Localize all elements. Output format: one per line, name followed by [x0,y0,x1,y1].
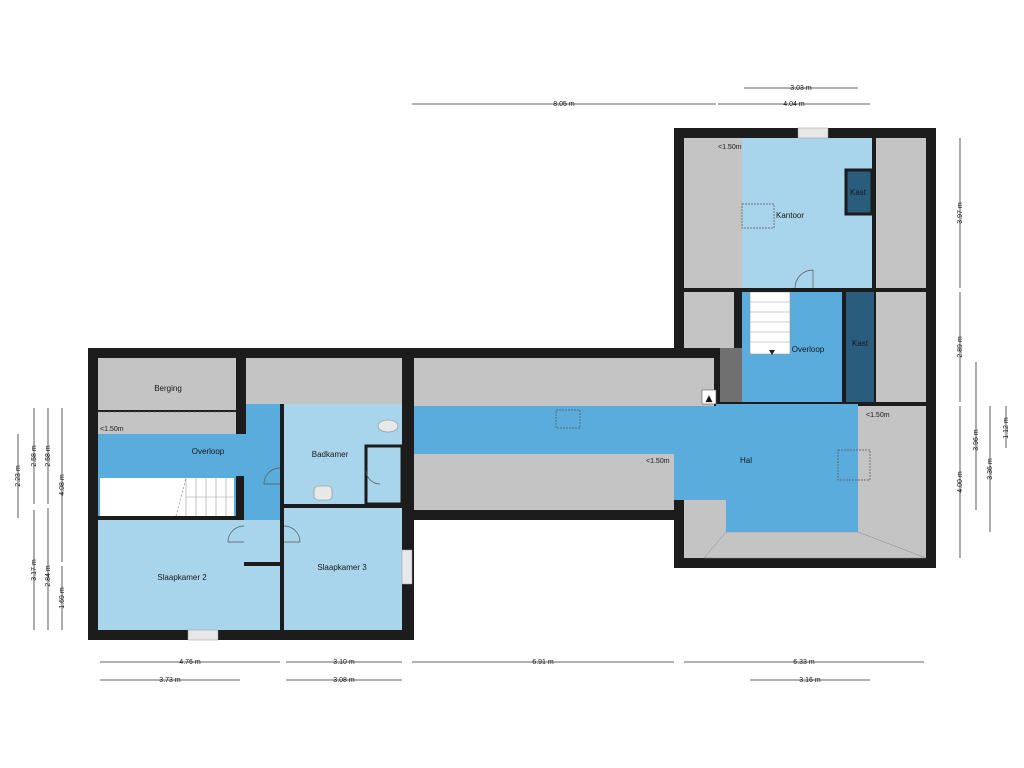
smoke-detector-glyph: ▲ [706,394,713,404]
note-low-overloop: <1.50m [100,426,124,433]
label-berging: Berging [154,384,182,393]
dim-right-112: 1.12 m [1003,417,1010,439]
dim-top-303: 3.03 m [790,85,812,92]
stair-right-arrow [769,350,775,355]
dim-top-805: 8.05 m [553,101,575,108]
attic-left-top [246,358,402,404]
wall-badkamer-left [280,404,284,630]
door-slaapkamer2 [227,525,245,543]
dim-left-258b: 2.58 m [45,445,52,467]
dim-right-336: 3.36 m [987,458,994,480]
wall-kantoor-right [872,138,876,288]
door-kantoor [794,269,814,289]
attic-corridor-bottom [414,454,674,510]
door-badkamer [263,467,281,485]
attic-corridor-top [414,358,714,406]
toilet-icon [313,485,333,501]
hal-corridor-strip [414,410,714,454]
wall-berging-right [236,358,246,434]
dim-right-400: 4.00 m [957,471,964,493]
room-slaapkamer2 [98,520,280,630]
sink-icon [377,419,399,433]
label-badkamer: Badkamer [312,450,349,459]
dim-right-289: 2.89 m [957,336,964,358]
dim-left-408: 4.08 m [59,474,66,496]
room-berging [98,358,236,410]
label-kantoor: Kantoor [776,211,804,220]
door-slaapkamer3 [283,525,301,543]
label-hal: Hal [740,456,752,465]
label-overloop-left: Overloop [192,447,225,456]
smoke-detector-icon [701,389,717,405]
attic-right-top-right [876,138,926,288]
skylight-hal [837,449,871,481]
attic-left-strip [98,412,236,434]
note-low-hal-right: <1.50m [866,412,890,419]
attic-right-mid-right [876,292,926,402]
attic-right-top-left [684,138,716,288]
wall-kantoor-bottom [716,288,926,292]
door-badkamer-sub [365,469,381,485]
label-kast-mid: Kast [852,339,869,348]
stair-left-diagonal [175,477,187,517]
dim-top-404: 4.04 m [783,101,805,108]
window-kantoor [797,127,829,139]
dim-bottom-316: 3.16 m [799,677,821,684]
dim-bottom-310: 3.10 m [333,659,355,666]
wall-kast-mid-left [842,292,846,402]
label-kast-top: Kast [850,188,867,197]
dim-right-396: 3.96 m [973,429,980,451]
dim-left-317: 3.17 m [31,559,38,581]
dim-bottom-373: 3.73 m [159,677,181,684]
label-slaapkamer2: Slaapkamer 2 [157,573,207,582]
window-slaapkamer2 [187,629,219,641]
overloop-left-main [98,434,248,476]
dim-bottom-476: 4.76 m [179,659,201,666]
kantoor-inner-wall [716,138,742,288]
note-low-hal-left: <1.50m [646,458,670,465]
room-slaapkamer3 [284,508,402,630]
wall-overloop-bottom-left [244,562,280,566]
dim-right-397: 3.97 m [957,202,964,224]
room-kast-mid [846,292,874,402]
dim-bottom-308: 3.08 m [333,677,355,684]
dim-bottom-633: 6.33 m [793,659,815,666]
wall-overloop-left [738,292,742,348]
wall-slaapkamer2-top [98,516,244,520]
skylight-corridor [555,409,581,429]
wall-badkamer-bottom [284,504,402,508]
badkamer-subroom [364,444,404,506]
label-slaapkamer3: Slaapkamer 3 [317,563,367,572]
attic-right-mid-left [684,292,734,348]
label-overloop-right: Overloop [792,345,825,354]
dim-left-284: 2.84 m [45,565,52,587]
dim-left-169: 1.69 m [59,587,66,609]
stair-void [720,348,746,402]
note-low-kantoor: <1.50m [718,144,742,151]
skylight-kantoor [741,203,775,229]
dim-left-223: 2.23 m [15,465,22,487]
dim-left-258a: 2.58 m [31,445,38,467]
window-slaapkamer3 [401,549,413,585]
wall-left-divider [402,358,414,508]
stair-right [749,291,791,355]
dim-bottom-691: 6.91 m [532,659,554,666]
